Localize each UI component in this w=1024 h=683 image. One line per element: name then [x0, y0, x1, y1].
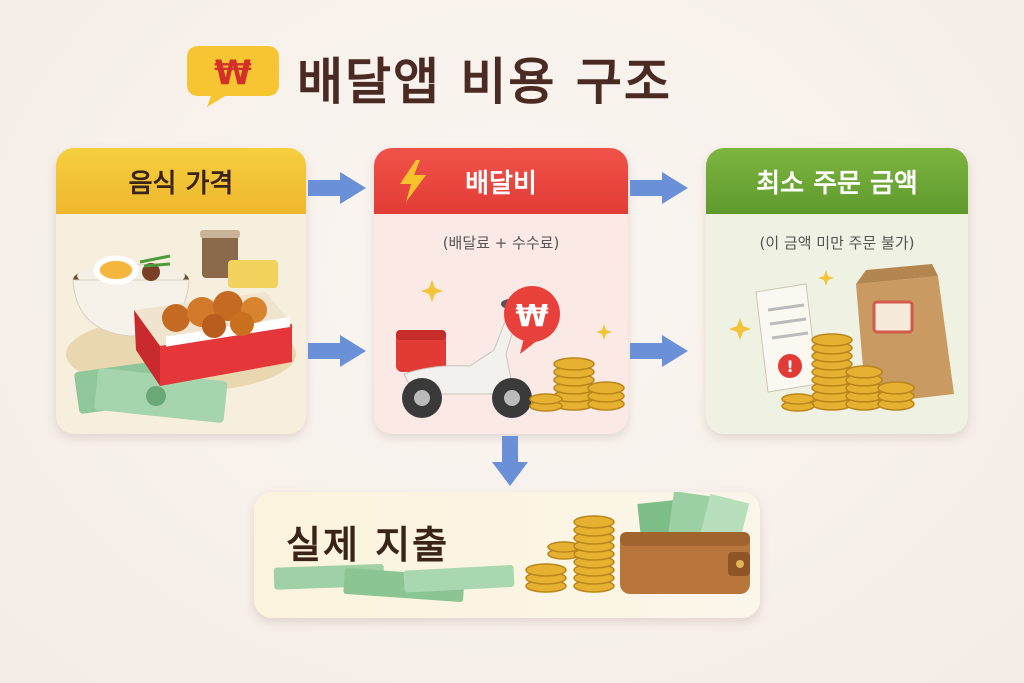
food-price-card: 음식 가격 — [56, 148, 306, 434]
minimum-order-card: 최소 주문 금액 (이 금액 미만 주문 불가) ! — [706, 148, 968, 434]
actual-spending-card: 실제 지출 — [254, 492, 760, 618]
coin-stack-icon — [525, 515, 615, 593]
svg-text:₩: ₩ — [515, 299, 548, 334]
minimum-order-label: 최소 주문 금액 — [756, 168, 918, 199]
delivery-fee-subtitle: (배달료 + 수수료) — [442, 234, 560, 252]
food-illustration — [56, 214, 306, 434]
minimum-order-header: 최소 주문 금액 — [706, 148, 968, 214]
sparkle-icon — [729, 270, 834, 340]
butter-icon — [228, 260, 278, 288]
spending-illustration — [273, 492, 750, 602]
fried-chicken-box-icon — [134, 291, 292, 386]
won-speech-bubble-icon: ₩ — [187, 46, 279, 107]
coin-stack-icon — [529, 357, 625, 412]
wallet-icon — [620, 492, 750, 594]
rice-bowl-icon — [72, 254, 190, 337]
won-badge-icon: ₩ — [504, 286, 560, 354]
sparkle-icon — [421, 280, 612, 340]
delivery-fee-card: 배달비 (배달료 + 수수료) ₩ — [374, 148, 628, 434]
cash-icon — [273, 564, 515, 602]
minimum-order-illustration: (이 금액 미만 주문 불가) ! — [706, 214, 968, 434]
lightning-icon — [400, 160, 426, 202]
arrow-right-icon — [308, 335, 366, 367]
delivery-fee-header: 배달비 — [374, 148, 628, 214]
delivery-fee-label: 배달비 — [465, 168, 537, 199]
minimum-order-subtitle: (이 금액 미만 주문 불가) — [759, 234, 915, 252]
delivery-illustration: (배달료 + 수수료) ₩ — [374, 214, 628, 434]
coin-stack-icon — [781, 333, 915, 412]
actual-spending-label: 실제 지출 — [286, 523, 450, 567]
cash-icon — [74, 356, 228, 423]
food-price-header: 음식 가격 — [56, 148, 306, 214]
svg-text:₩: ₩ — [214, 53, 252, 93]
title-area: ₩ 배달앱 비용 구조 — [185, 38, 745, 118]
food-price-label: 음식 가격 — [128, 168, 234, 199]
arrow-right-icon — [630, 172, 688, 204]
arrow-right-icon — [630, 335, 688, 367]
page-title: 배달앱 비용 구조 — [297, 53, 672, 111]
arrow-right-icon — [308, 172, 366, 204]
svg-text:!: ! — [786, 357, 793, 376]
arrow-down-icon — [492, 436, 528, 486]
